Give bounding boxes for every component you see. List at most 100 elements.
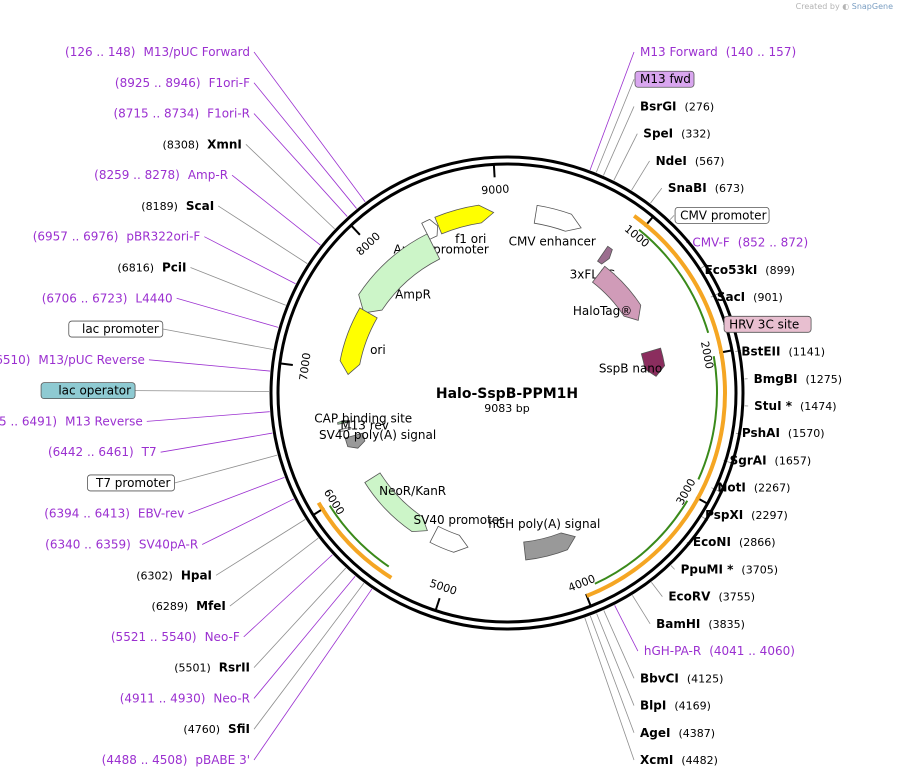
left-label-scai-leader — [217, 205, 308, 264]
left-label-ebv-rev-leader — [188, 476, 285, 515]
left-label-pcii-text: (6816)PciI — [117, 260, 186, 274]
right-label-eco53ki-name: Eco53kI — [705, 263, 758, 277]
backbone-ring — [269, 155, 745, 631]
feature-ampr-promoter — [421, 218, 438, 240]
right-label-bamhi: BamHI(3835) — [656, 617, 745, 631]
snapgene-logo-icon: ◐ — [842, 2, 850, 11]
right-label-bmgbi-name: BmgBI — [754, 372, 798, 386]
right-label-sgrai-position: (1657) — [775, 454, 812, 467]
right-label-econi-text: EcoNI(2866) — [693, 535, 776, 549]
left-label-rsrii-name: RsrII — [219, 661, 250, 675]
feature-label-cmv-enhancer: CMV enhancer — [509, 235, 596, 249]
feature-3xflag — [597, 245, 613, 265]
orf-direction-arrow — [697, 356, 718, 480]
left-label-rsrii-leader — [253, 567, 347, 668]
right-label-m13-fwd: M13 fwd — [634, 70, 695, 88]
right-label-ppumi-leader — [670, 565, 675, 570]
right-label-hgh-pa-r-position: (4041 .. 4060) — [709, 644, 795, 658]
left-label-scai-text: (8189)ScaI — [141, 199, 214, 213]
left-label-amp-r-position: (8259 .. 8278) — [94, 168, 180, 182]
left-label-hpai-position: (6302) — [136, 569, 173, 582]
right-label-cmv-f-position: (852 .. 872) — [738, 236, 808, 250]
left-label-pcii: (6816)PciI — [117, 260, 186, 274]
left-label-pbabe-3-name: pBABE 3' — [195, 753, 250, 767]
left-label-t7: (6442 .. 6461)T7 — [48, 445, 157, 459]
left-label-sv40pa-r-position: (6340 .. 6359) — [45, 538, 131, 552]
plasmid-name: Halo-SspB-PPM1H — [436, 386, 578, 402]
feature-label-ori: ori — [370, 343, 386, 357]
left-label-pbabe-3-position: (4488 .. 4508) — [102, 753, 188, 767]
left-label-t7-name: T7 — [141, 445, 157, 459]
label-leaders — [135, 51, 749, 761]
right-label-snabi-position: (673) — [715, 182, 745, 195]
left-label-f1ori-r-text: (8715 .. 8734) F1ori-R — [113, 107, 250, 121]
right-label-bamhi-text: BamHI(3835) — [656, 617, 745, 631]
orf-direction-arrow — [638, 228, 710, 334]
tick-label-7000: 7000 — [297, 352, 314, 381]
left-label-pbr322ori-f: (6957 .. 6976)pBR322ori-F — [33, 230, 201, 244]
left-label-f1ori-f-name: F1ori-F — [209, 76, 250, 90]
left-label-m13-puc-reverse-name: M13/pUC Reverse — [38, 353, 145, 367]
right-label-snabi: SnaBI(673) — [668, 181, 745, 195]
right-label-spei: SpeI (332) — [643, 127, 710, 141]
right-label-ecorv-name: EcoRV — [668, 590, 711, 604]
feature-m13-rev — [338, 426, 352, 432]
left-label-neo-f-leader — [243, 554, 333, 638]
right-label-spei-position: (332) — [681, 128, 711, 141]
right-label-hgh-pa-r-name: hGH-PA-R — [644, 644, 701, 658]
left-label-neo-r: (4911 .. 4930)Neo-R — [120, 691, 250, 705]
right-label-xcmi-name: XcmI — [640, 753, 673, 767]
tick-mark-5000 — [434, 597, 441, 611]
orf-direction-arrow — [594, 500, 689, 585]
right-label-spei-text: SpeI (332) — [643, 127, 710, 141]
left-label-l4440-name: L4440 — [135, 291, 172, 305]
right-label-pshai-text: PshAI(1570) — [742, 426, 825, 440]
left-label-neo-r-leader — [253, 576, 356, 699]
right-label-bsteii-position: (1141) — [788, 346, 825, 359]
left-label-sfii-position: (4760) — [183, 723, 220, 736]
right-label-hrv-3c-site-name: HRV 3C site — [729, 317, 799, 331]
feature-label-neor-kanr: NeoR/KanR — [379, 484, 446, 498]
right-label-saci-position: (901) — [753, 291, 783, 304]
left-label-hpai-text: (6302)HpaI — [136, 568, 212, 582]
right-label-m13-fwd-text: M13 fwd — [640, 72, 691, 86]
left-label-f1ori-r-position: (8715 .. 8734) — [113, 107, 199, 121]
left-label-m13-puc-reverse-text: (6488 .. 6510)M13/pUC Reverse — [0, 353, 145, 367]
right-label-xcmi: XcmI(4482) — [640, 753, 718, 767]
left-label-l4440: (6706 .. 6723)L4440 — [42, 291, 173, 305]
right-label-spei-name: SpeI — [643, 127, 673, 141]
orf-arc-1 — [586, 214, 727, 598]
right-label-hrv-3c-site-text: HRV 3C site — [729, 317, 799, 331]
left-label-f1ori-r-name: F1ori-R — [207, 107, 250, 121]
left-label-m13-puc-forward-text: (126 .. 148)M13/pUC Forward — [65, 45, 250, 59]
feature-label-ampr: AmpR — [395, 288, 431, 302]
feature-sv40-poly-a-signal — [344, 432, 366, 449]
right-label-saci: SacI(901) — [717, 290, 783, 304]
right-label-ecorv-text: EcoRV(3755) — [668, 590, 755, 604]
right-label-blpi-text: BlpI(4169) — [640, 699, 711, 713]
left-label-f1ori-f-position: (8925 .. 8946) — [115, 76, 201, 90]
left-label-mfei-position: (6289) — [152, 600, 189, 613]
left-label-lac-operator-text: lac operator — [58, 384, 131, 398]
right-label-sgrai: SgrAI (1657) — [730, 453, 811, 467]
left-label-lac-operator-box — [40, 382, 136, 400]
left-label-m13-reverse-text: (6475 .. 6491)M13 Reverse — [0, 414, 143, 428]
right-label-stui-name: StuI * — [754, 399, 793, 413]
left-label-scai-position: (8189) — [141, 200, 178, 213]
left-label-f1ori-f-leader — [253, 82, 357, 209]
right-label-stui-position: (1474) — [800, 400, 837, 413]
left-label-pbr322ori-f-position: (6957 .. 6976) — [33, 230, 119, 244]
right-label-agei: AgeI(4387) — [640, 726, 715, 740]
orf-arcs — [316, 214, 727, 598]
right-label-bamhi-position: (3835) — [708, 618, 745, 631]
left-label-pcii-name: PciI — [162, 260, 187, 274]
left-label-ebv-rev-name: EBV-rev — [138, 507, 184, 521]
right-label-bmgbi: BmgBI(1275) — [754, 372, 842, 386]
right-label-blpi-position: (4169) — [674, 700, 711, 713]
tick-mark-4000 — [585, 593, 592, 607]
right-label-m13-forward-position: (140 .. 157) — [726, 45, 796, 59]
left-label-rsrii: (5501)RsrII — [174, 661, 250, 675]
left-label-f1ori-f-text: (8925 .. 8946) F1ori-F — [115, 76, 250, 90]
right-label-sgrai-name: SgrAI — [730, 453, 767, 467]
